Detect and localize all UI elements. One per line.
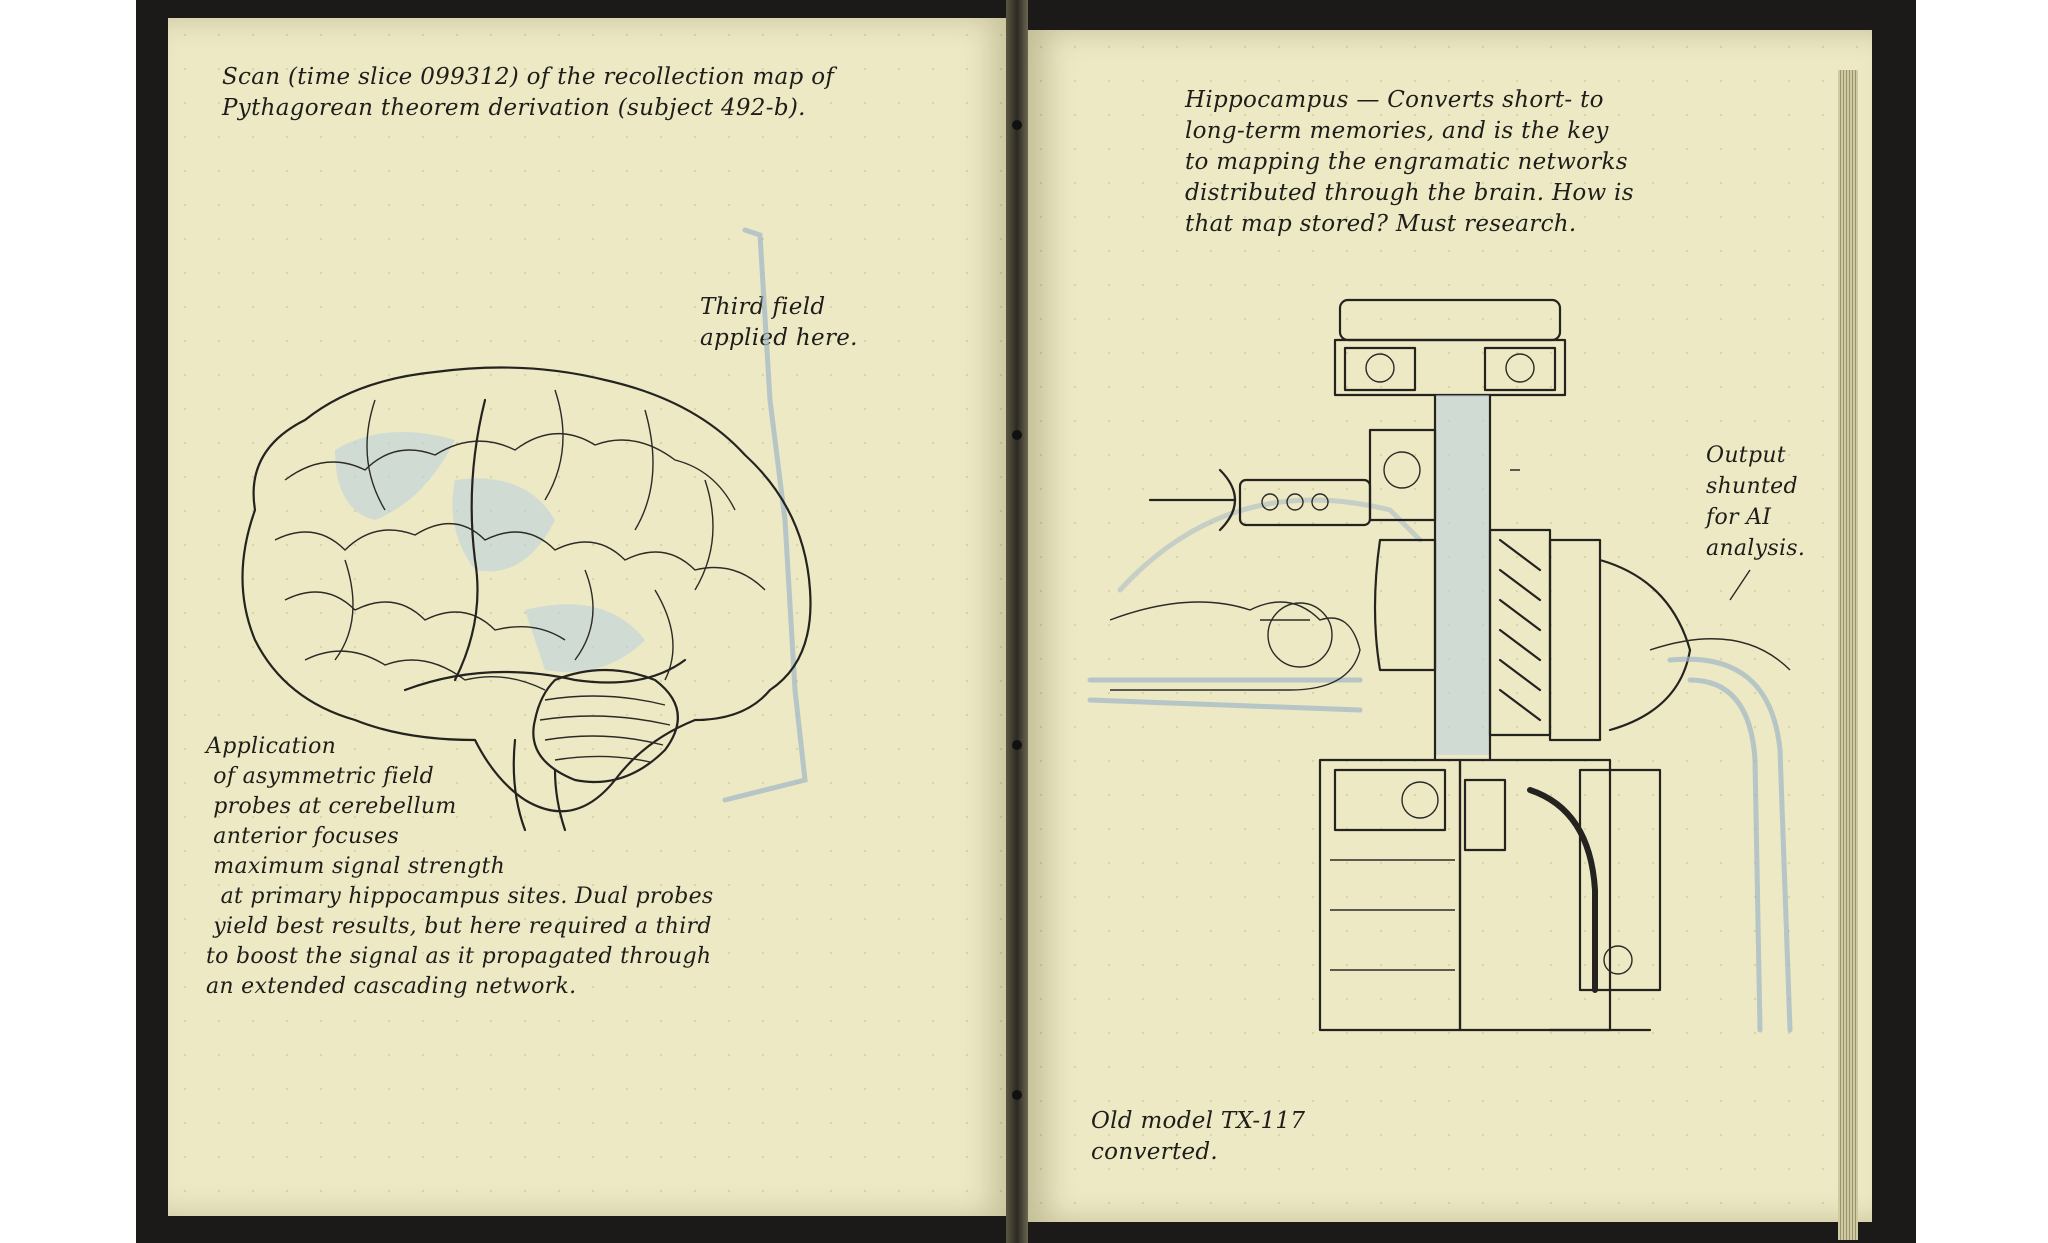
binding-stitch — [1012, 740, 1022, 750]
patient-sketch-icon — [1087, 497, 1423, 713]
model-note: Old model TX-117 converted. — [1091, 1108, 1306, 1165]
brain-sketch-icon — [241, 227, 812, 832]
application-note: Application of asymmetric field probes a… — [206, 734, 714, 999]
binding-stitch — [1012, 430, 1022, 440]
scan-caption: Scan (time slice 099312) of the recollec… — [222, 64, 835, 121]
page-edges — [1838, 70, 1858, 1240]
hippocampus-note: Hippocampus — Converts short- to long-te… — [1185, 87, 1634, 237]
binding-stitch — [1012, 1090, 1022, 1100]
notebook-spine — [1006, 0, 1028, 1243]
pencil-probe-line — [722, 227, 808, 803]
binding-stitch — [1012, 120, 1022, 130]
scanner-machine-sketch-icon — [1087, 298, 1793, 1033]
third-field-note: Third field applied here. — [700, 294, 858, 351]
output-note: Output shunted for AI analysis. — [1706, 443, 1806, 561]
